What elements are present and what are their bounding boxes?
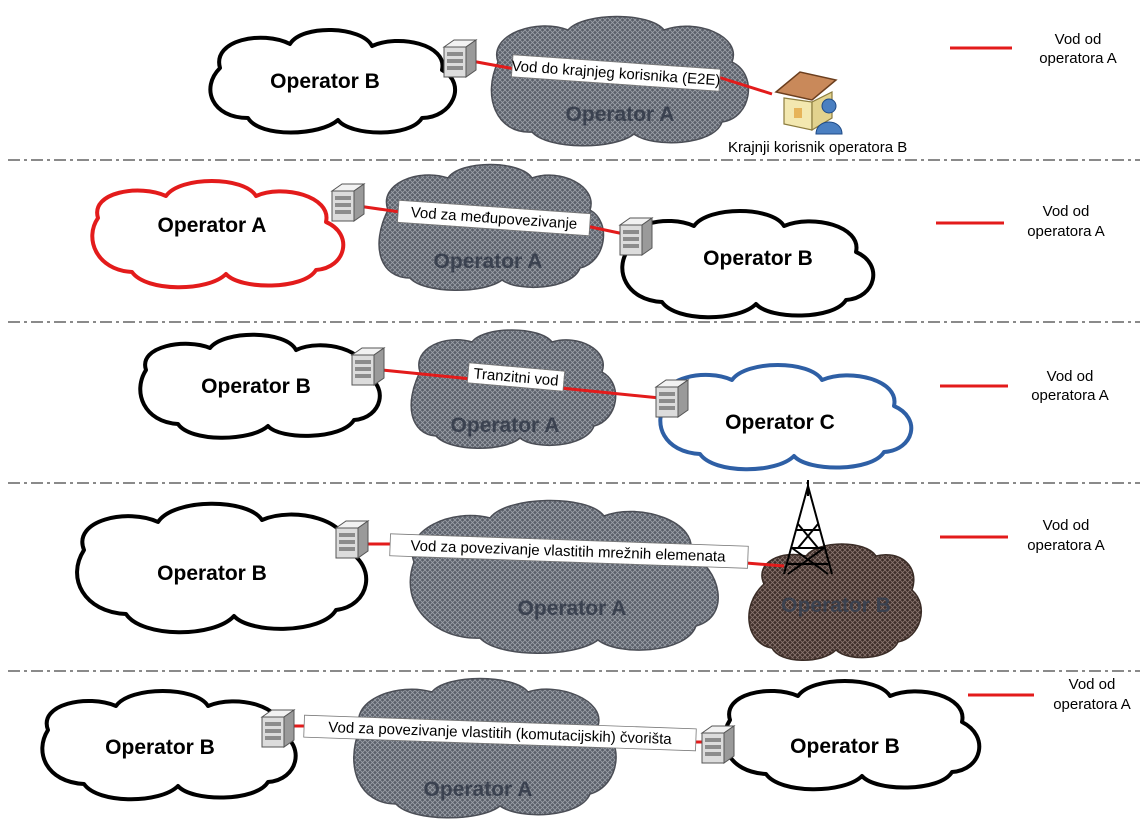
- cloud-label-operator-b: Operator B: [703, 247, 813, 270]
- scenario-own-network-elements: Operator B Operator A Operator B Vod za …: [75, 480, 1105, 661]
- end-user-caption: Krajnji korisnik operatora B: [728, 139, 907, 156]
- legend-text-line1: Vod od: [1047, 368, 1094, 385]
- cloud-operator-b: [138, 332, 382, 440]
- legend-text-line2: operatora A: [1039, 50, 1117, 67]
- link-line: [717, 75, 773, 96]
- cloud-label-operator-a: Operator A: [158, 214, 267, 237]
- cloud-operator-b-mesh-brown: [748, 543, 923, 661]
- house-icon: [774, 71, 838, 132]
- legend-text-line2: operatora A: [1027, 537, 1105, 554]
- cloud-label-operator-b: Operator B: [790, 735, 900, 758]
- server-icon: [261, 709, 295, 748]
- legend-text-line1: Vod od: [1055, 31, 1102, 48]
- legend-text-line1: Vod od: [1043, 203, 1090, 220]
- antenna-tower-icon: [783, 480, 833, 575]
- link-line: [357, 204, 401, 214]
- link-label-box: Tranzitni vod: [466, 362, 566, 392]
- legend-text-line1: Vod od: [1043, 517, 1090, 534]
- cloud-label-operator-b: Operator B: [157, 562, 267, 585]
- user-icon: [815, 98, 843, 135]
- cloud-operator-a-mesh: [409, 499, 719, 654]
- server-icon: [701, 725, 735, 764]
- cloud-label-operator-b: Operator B: [105, 736, 215, 759]
- server-icon: [351, 347, 385, 386]
- cloud-operator-b: [75, 501, 369, 635]
- legend-text-line2: operatora A: [1027, 223, 1105, 240]
- legend-text-line2: operatora A: [1053, 696, 1131, 713]
- cloud-label-operator-b: Operator B: [201, 375, 311, 398]
- cloud-label-operator-a: Operator A: [518, 597, 627, 620]
- scenario-own-switching-nodes: Operator B Operator A Operator B Vod za …: [40, 676, 1131, 819]
- scenario-transit: Operator B Operator A Operator C Tranzit…: [138, 329, 1109, 472]
- server-icon: [335, 520, 369, 559]
- cloud-operator-b: [40, 689, 298, 802]
- legend-text-line1: Vod od: [1069, 676, 1116, 693]
- server-icon: [655, 379, 689, 418]
- cloud-operator-b: [620, 209, 876, 320]
- cloud-operator-a-mesh: [353, 677, 617, 819]
- scenario-e2e: Operator B Operator A Vod do krajnjeg ko…: [208, 15, 1117, 156]
- cloud-operator-a-mesh: [410, 329, 617, 449]
- legend-text-line2: operatora A: [1031, 387, 1109, 404]
- cloud-label-operator-a: Operator A: [434, 250, 543, 273]
- cloud-operator-b: [208, 27, 457, 135]
- link-line: [585, 224, 625, 236]
- cloud-label-operator-b: Operator B: [270, 70, 380, 93]
- server-icon: [619, 217, 653, 256]
- server-icon: [331, 183, 365, 222]
- link-line: [745, 561, 785, 568]
- cloud-operator-c-blue: [658, 363, 914, 472]
- cloud-label-operator-b: Operator B: [781, 594, 891, 617]
- cloud-operator-a-red: [90, 179, 346, 290]
- scenario-interconnection: Operator A Operator A Operator B Vod za …: [90, 163, 1105, 320]
- cloud-label-operator-c: Operator C: [725, 411, 835, 434]
- server-icon: [443, 39, 477, 78]
- cloud-operator-b: [722, 679, 982, 792]
- cloud-label-operator-a: Operator A: [566, 103, 675, 126]
- cloud-label-operator-a: Operator A: [424, 778, 533, 801]
- cloud-label-operator-a: Operator A: [451, 414, 560, 437]
